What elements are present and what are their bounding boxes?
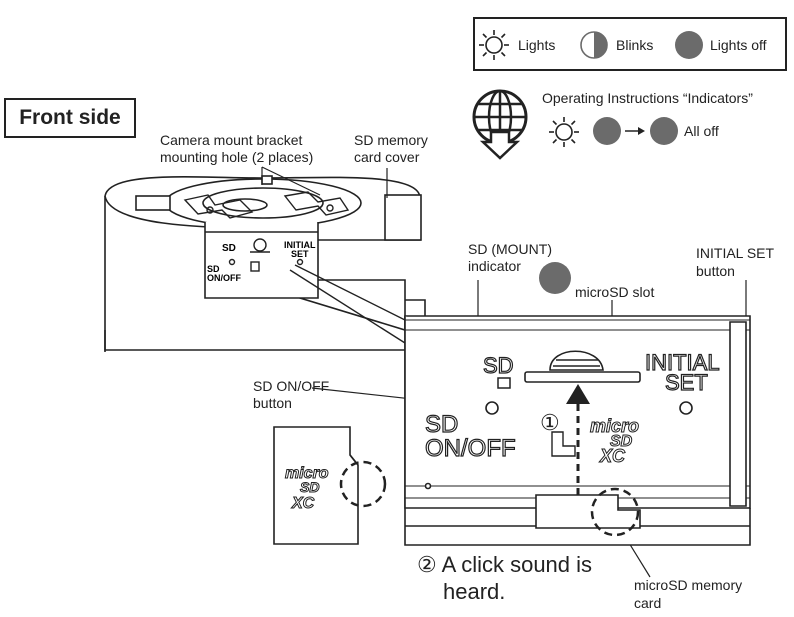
sd-led-mark: [497, 377, 511, 389]
small-sd-onoff-1: SD: [207, 264, 220, 274]
initial-set-label-2: button: [696, 263, 735, 279]
panel-xc-text: XC: [599, 446, 626, 466]
initial-set-label-1: INITIAL SET: [696, 245, 775, 261]
panel-sd-onoff-2: ON/OFF: [425, 435, 516, 462]
camera-body: [104, 175, 426, 352]
page-title: Front side: [19, 106, 121, 129]
microsd-card-standalone: [273, 426, 359, 545]
small-sd-text: SD: [222, 243, 236, 254]
camera-small-panel: [205, 231, 318, 272]
leader-lines: [261, 166, 747, 578]
front-side-title-box: Front side: [4, 98, 136, 138]
card-sd-text: SD: [300, 479, 319, 495]
step2-text-line2: heard.: [443, 579, 506, 604]
sd-mount-indicator-off: [539, 262, 571, 294]
card-notch-highlight: [590, 487, 640, 537]
legend-blinks-label: Blinks: [616, 37, 654, 53]
zoom-lines: [289, 264, 406, 344]
panel-sd-logo-text: SD: [610, 433, 633, 450]
indicator-legend: [473, 17, 787, 71]
insert-arrow: [566, 384, 590, 495]
step2-text-line1: ② A click sound is: [417, 552, 593, 577]
mount-hole-label-1: Camera mount bracket: [160, 132, 303, 148]
sd-mount-label-1: SD (MOUNT): [468, 241, 552, 257]
sd-onoff-label-1: SD ON/OFF: [253, 378, 330, 394]
mount-bracket-detail: [183, 191, 350, 219]
globe-download-icon: [472, 89, 528, 160]
panel-set-text: SET: [665, 370, 708, 395]
sd-onoff-button[interactable]: [485, 401, 499, 415]
panel-sd-onoff-1: SD: [425, 411, 458, 438]
panel-micro-text: micro: [590, 416, 639, 436]
sd-cover-label-1: SD memory: [354, 132, 428, 148]
standalone-card-notch-highlight: [339, 460, 387, 508]
indicators-reference-text: Operating Instructions “Indicators”: [542, 90, 753, 106]
microsd-slot-label: microSD slot: [575, 284, 655, 300]
initial-set-button[interactable]: [679, 401, 693, 415]
sd-cover-label-2: card cover: [354, 149, 420, 165]
panel-sd-text: SD: [483, 353, 514, 378]
panel-initial-text: INITIAL: [645, 350, 720, 375]
microsd-card-label-1: microSD memory: [634, 577, 743, 593]
off-sequence-icon: [593, 117, 678, 145]
sd-onoff-label-2: button: [253, 395, 292, 411]
panel-step1-text: ①: [540, 410, 560, 435]
sun-icon: [549, 117, 579, 147]
all-off-label: All off: [684, 123, 719, 139]
sun-icon: [479, 30, 509, 60]
card-direction-icon: [551, 431, 576, 457]
filled-circle-icon: [675, 31, 703, 59]
legend-lights-off-label: Lights off: [710, 37, 767, 53]
mount-hole-label-2: mounting hole (2 places): [160, 149, 314, 165]
microsd-card-label-2: card: [634, 595, 662, 611]
microsd-card-inserted: [535, 494, 641, 529]
card-micro-text: micro: [285, 465, 329, 482]
enlarged-panel: [404, 315, 751, 546]
half-circle-icon: [580, 31, 608, 59]
small-sd-onoff-2: ON/OFF: [207, 273, 241, 283]
card-xc-text: XC: [291, 495, 315, 512]
legend-lights-label: Lights: [518, 37, 556, 53]
microsd-slot: [524, 350, 641, 383]
sd-mount-label-2: indicator: [468, 258, 521, 274]
small-initial-text: INITIAL: [284, 240, 316, 250]
small-set-text: SET: [291, 249, 309, 259]
